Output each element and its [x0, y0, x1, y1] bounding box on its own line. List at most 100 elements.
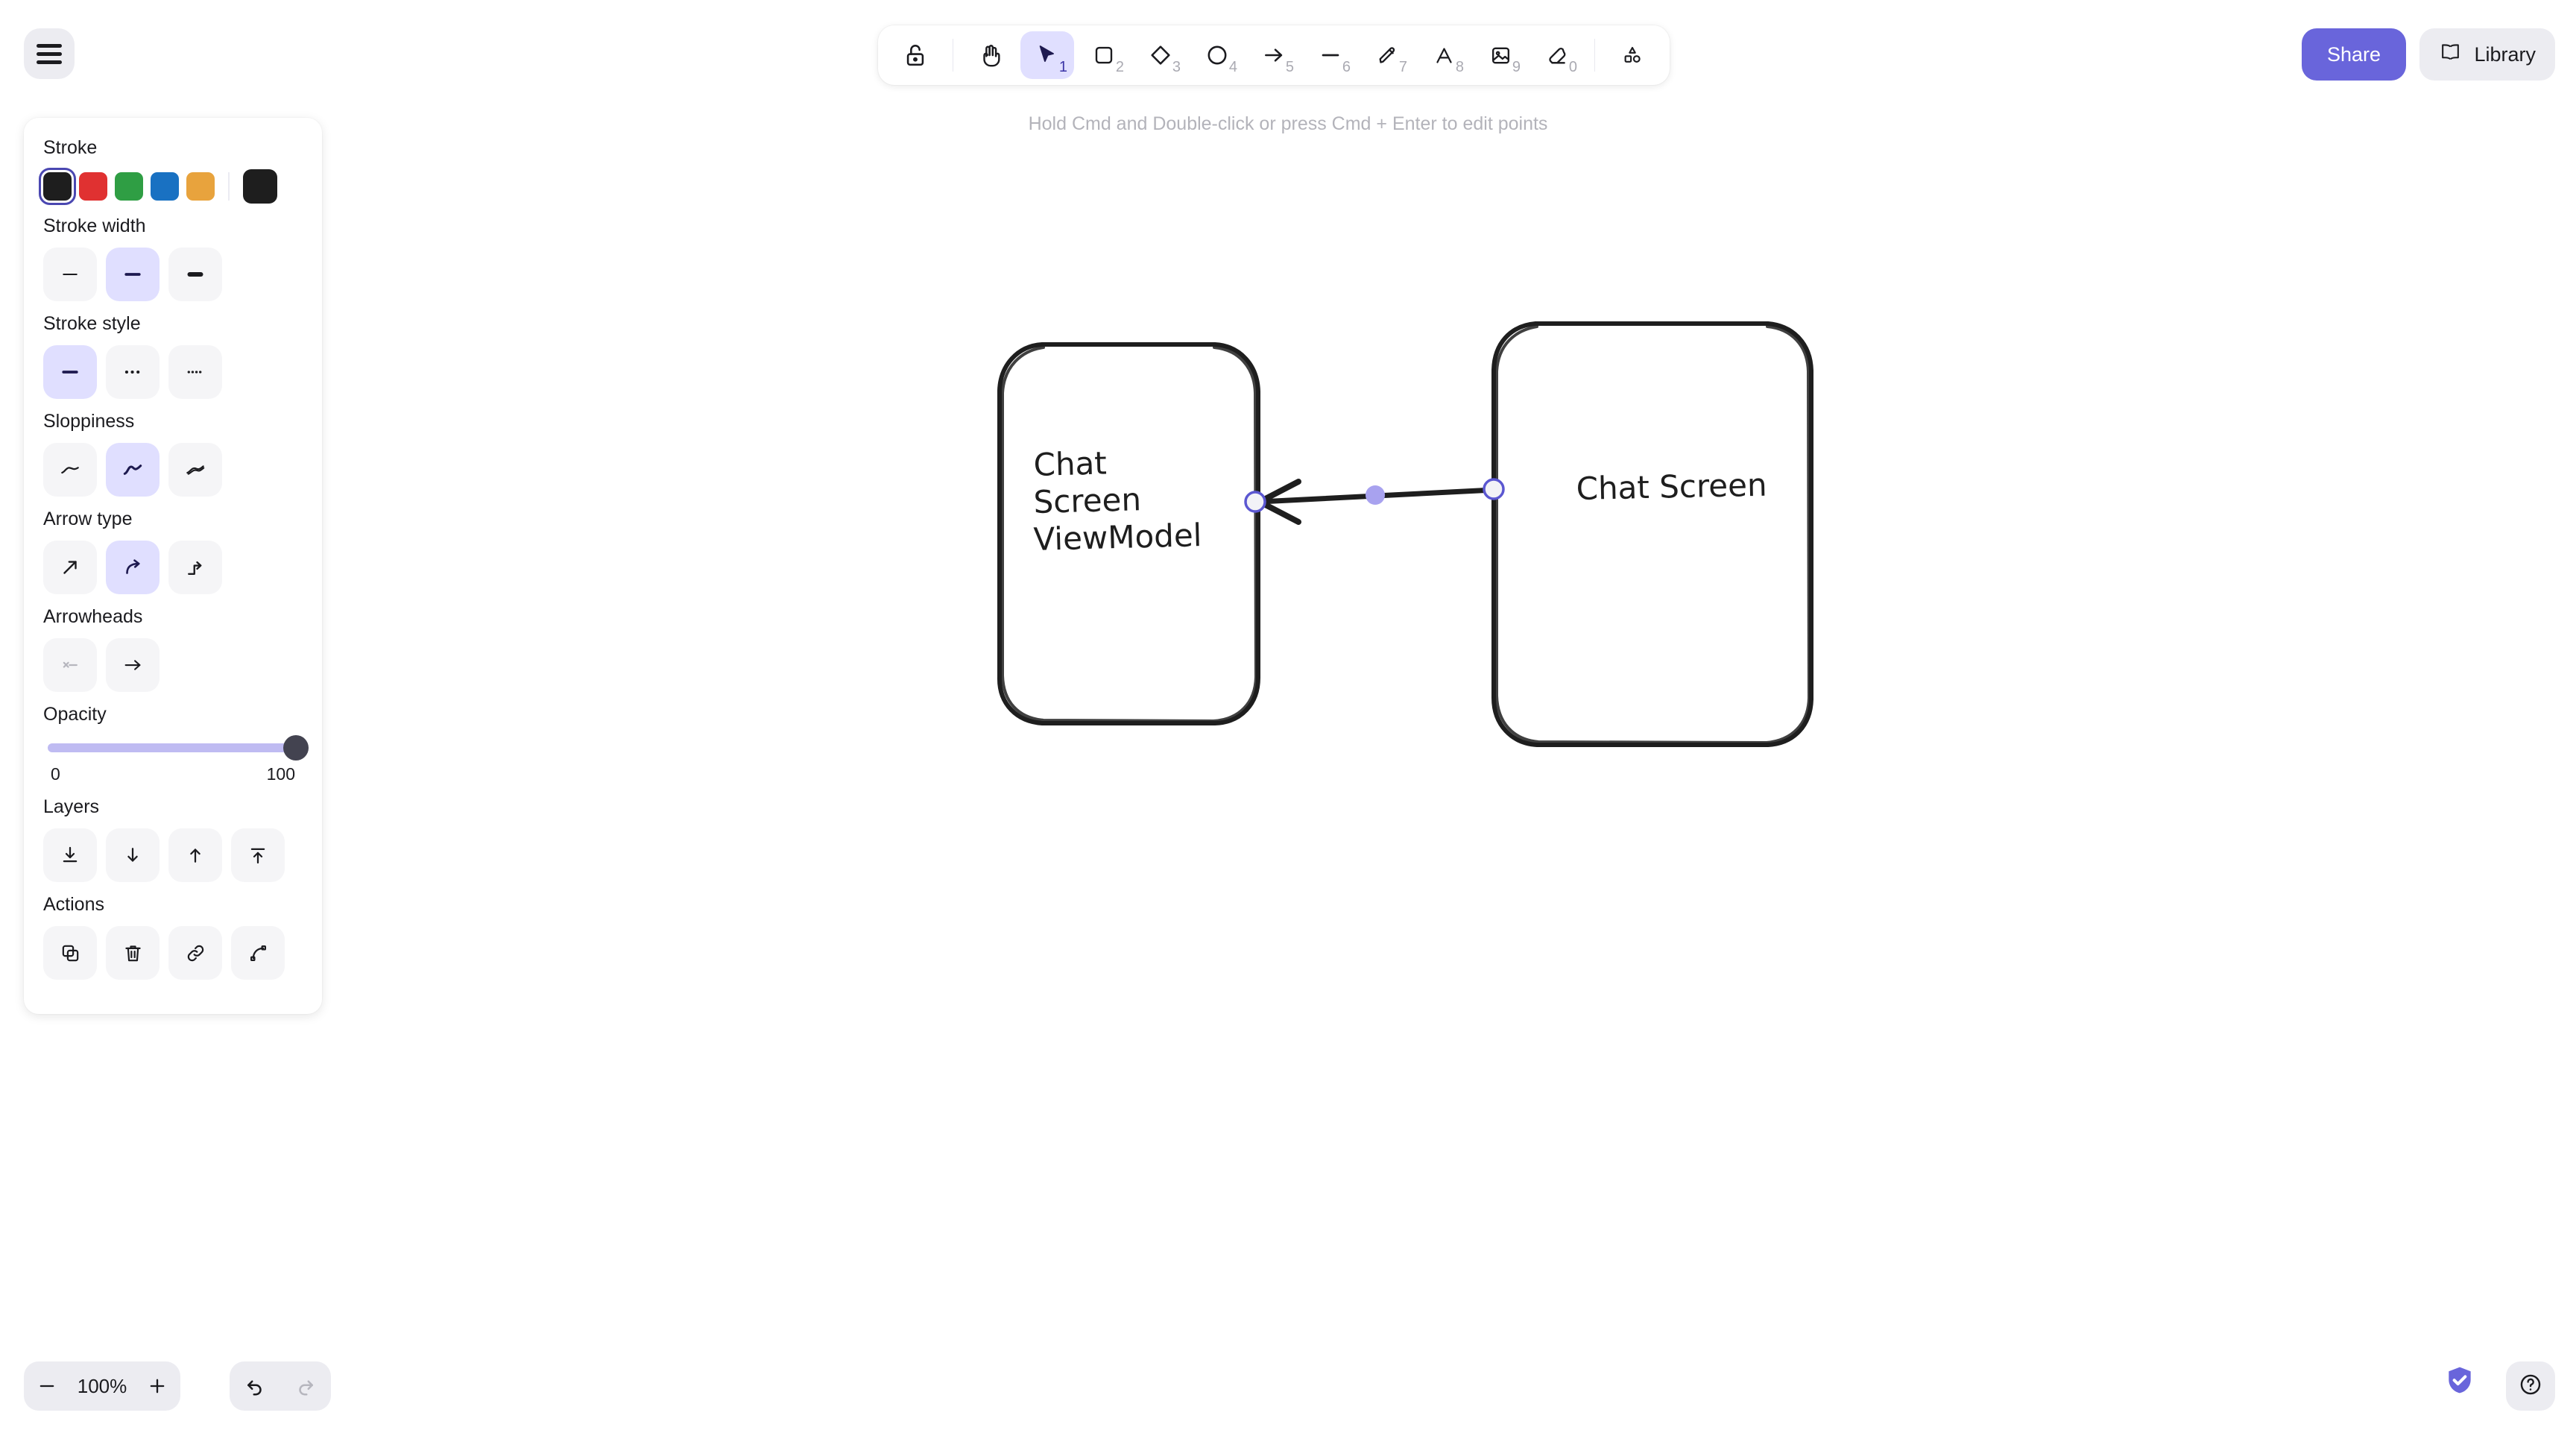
section-title-layers: Layers	[43, 796, 100, 817]
stroke-style-dashed[interactable]	[106, 345, 160, 399]
tool-shortcut-image: 9	[1512, 59, 1521, 75]
section-arrow-type: Arrow type	[43, 508, 303, 594]
stroke-swatch-orange[interactable]	[186, 172, 215, 201]
section-title-arrowheads: Arrowheads	[43, 606, 143, 627]
stroke-color-row	[39, 168, 303, 205]
section-arrowheads: Arrowheads	[43, 606, 303, 692]
tool-shortcut-diamond: 3	[1172, 59, 1181, 75]
properties-panel: Stroke Stroke width	[24, 118, 322, 1014]
section-actions: Actions	[43, 894, 303, 980]
stroke-width-extra-bold[interactable]	[168, 248, 222, 301]
undo-button[interactable]	[230, 1361, 280, 1411]
shapes-icon[interactable]	[1606, 31, 1659, 79]
zoom-controls: 100%	[24, 1361, 180, 1411]
tool-shortcut-line: 6	[1342, 59, 1351, 75]
arrowhead-start[interactable]	[43, 638, 97, 692]
layer-send-to-back[interactable]	[43, 828, 97, 882]
question-mark-icon	[2518, 1372, 2543, 1401]
arrow-type-elbow[interactable]	[168, 541, 222, 594]
shield-check-icon[interactable]	[2443, 1364, 2476, 1400]
section-stroke-width: Stroke width	[43, 215, 303, 301]
stroke-swatch-red[interactable]	[79, 172, 107, 201]
opacity-slider-thumb[interactable]	[283, 735, 309, 761]
section-sloppiness: Sloppiness	[43, 411, 303, 497]
tool-image[interactable]: 9	[1474, 31, 1527, 79]
history-controls	[230, 1361, 331, 1411]
stroke-width-thin[interactable]	[43, 248, 97, 301]
hamburger-menu-icon[interactable]	[24, 28, 75, 79]
share-button[interactable]: Share	[2301, 28, 2406, 81]
tool-eraser[interactable]: 0	[1530, 31, 1584, 79]
stroke-style-solid[interactable]	[43, 345, 97, 399]
zoom-level-value[interactable]: 100%	[77, 1374, 127, 1397]
opacity-slider[interactable]	[48, 735, 309, 761]
tool-line[interactable]: 6	[1304, 31, 1357, 79]
layer-send-backward[interactable]	[106, 828, 160, 882]
sloppiness-cartoonist[interactable]	[168, 443, 222, 497]
stroke-style-dotted[interactable]	[168, 345, 222, 399]
redo-button[interactable]	[280, 1361, 331, 1411]
tool-arrow[interactable]: 5	[1247, 31, 1301, 79]
shape-chat-screen-viewmodel[interactable]	[997, 342, 1260, 725]
tool-shortcut-rectangle: 2	[1115, 59, 1124, 75]
swatch-divider	[228, 172, 230, 201]
tool-diamond[interactable]: 3	[1134, 31, 1187, 79]
sloppiness-artist[interactable]	[106, 443, 160, 497]
svg-text:Screen: Screen	[1033, 481, 1142, 520]
stroke-width-bold[interactable]	[106, 248, 160, 301]
help-button[interactable]	[2506, 1361, 2555, 1411]
tool-selection[interactable]: 1	[1020, 31, 1074, 79]
section-title-stroke-width: Stroke width	[43, 215, 146, 236]
tool-rectangle[interactable]: 2	[1077, 31, 1131, 79]
section-title-sloppiness: Sloppiness	[43, 411, 135, 432]
svg-text:ViewModel: ViewModel	[1033, 517, 1202, 558]
shape-label-viewmodel: Chat Screen ViewModel	[1033, 444, 1202, 558]
zoom-out-button[interactable]	[24, 1361, 70, 1411]
zoom-in-button[interactable]	[134, 1361, 180, 1411]
action-copy-link[interactable]	[168, 926, 222, 980]
shape-label-chat-screen: Chat Screen	[1576, 467, 1767, 507]
opacity-min-label: 0	[51, 764, 60, 784]
stroke-swatch-green[interactable]	[115, 172, 143, 201]
connector-arrow[interactable]	[1244, 478, 1505, 525]
shape-chat-screen[interactable]	[1491, 321, 1813, 747]
section-title-arrow-type: Arrow type	[43, 508, 133, 529]
library-button[interactable]: Library	[2419, 28, 2555, 81]
arrow-type-curved[interactable]	[106, 541, 160, 594]
stroke-swatch-blue[interactable]	[151, 172, 179, 201]
layer-bring-forward[interactable]	[168, 828, 222, 882]
action-duplicate[interactable]	[43, 926, 97, 980]
tool-shortcut-ellipse: 4	[1228, 59, 1237, 75]
arrowhead-end[interactable]	[106, 638, 160, 692]
tool-shortcut-draw: 7	[1398, 59, 1407, 75]
main-toolbar: 1 2 3 4 5 6 7	[878, 25, 1670, 85]
tool-hand[interactable]	[964, 31, 1017, 79]
section-stroke: Stroke	[39, 137, 303, 205]
library-label: Library	[2474, 42, 2536, 66]
section-opacity: Opacity 0 100	[43, 704, 309, 784]
lock-open-icon[interactable]	[888, 31, 942, 79]
svg-text:Chat Screen: Chat Screen	[1576, 467, 1767, 507]
tool-text[interactable]: 8	[1417, 31, 1471, 79]
action-line-editor[interactable]	[231, 926, 285, 980]
layer-bring-to-front[interactable]	[231, 828, 285, 882]
toolbar-divider-right	[1594, 39, 1595, 72]
svg-text:Chat: Chat	[1033, 444, 1107, 483]
tool-draw[interactable]: 7	[1360, 31, 1414, 79]
arrow-type-straight[interactable]	[43, 541, 97, 594]
tool-shortcut-text: 8	[1455, 59, 1464, 75]
section-layers: Layers	[43, 796, 303, 882]
section-title-stroke: Stroke	[43, 137, 98, 158]
tool-ellipse[interactable]: 4	[1190, 31, 1244, 79]
tool-shortcut-selection: 1	[1058, 59, 1067, 75]
section-title-stroke-style: Stroke style	[43, 313, 141, 334]
stroke-current-color[interactable]	[243, 169, 277, 204]
stroke-swatch-black[interactable]	[39, 168, 76, 205]
action-delete[interactable]	[106, 926, 160, 980]
arrow-handle-mid	[1366, 485, 1385, 505]
sloppiness-architect[interactable]	[43, 443, 97, 497]
section-title-actions: Actions	[43, 894, 104, 915]
opacity-max-label: 100	[266, 764, 295, 784]
